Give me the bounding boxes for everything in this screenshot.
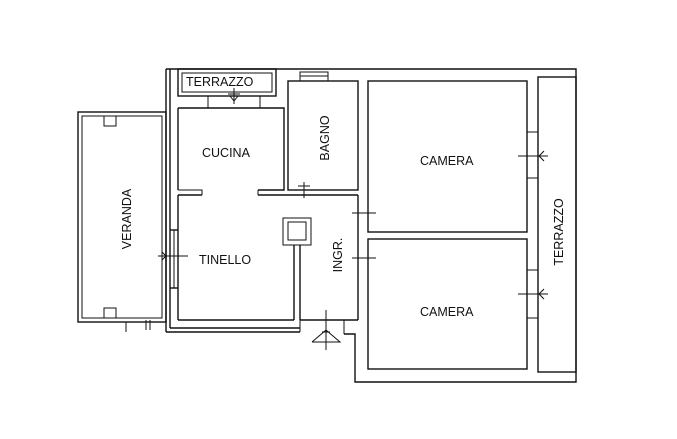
label-terrazzo-right: TERRAZZO — [552, 198, 566, 266]
label-veranda: VERANDA — [120, 188, 134, 249]
camera-top-room — [352, 80, 548, 233]
terrazzo-top-area — [177, 68, 277, 108]
label-camera-top: CAMERA — [420, 154, 474, 168]
label-tinello: TINELLO — [199, 253, 251, 267]
tinello-room — [158, 194, 358, 321]
label-terrazzo-top: TERRAZZO — [186, 75, 254, 89]
veranda-area — [77, 111, 167, 332]
label-ingresso: INGR. — [331, 238, 345, 273]
bagno-room — [287, 71, 359, 198]
label-camera-bottom: CAMERA — [420, 305, 474, 319]
outer-walls — [165, 68, 577, 383]
terrazzo-right-area — [537, 76, 577, 373]
label-bagno: BAGNO — [318, 115, 332, 160]
label-cucina: CUCINA — [202, 146, 251, 160]
camera-bottom-room — [352, 238, 548, 370]
cucina-room — [177, 107, 285, 195]
